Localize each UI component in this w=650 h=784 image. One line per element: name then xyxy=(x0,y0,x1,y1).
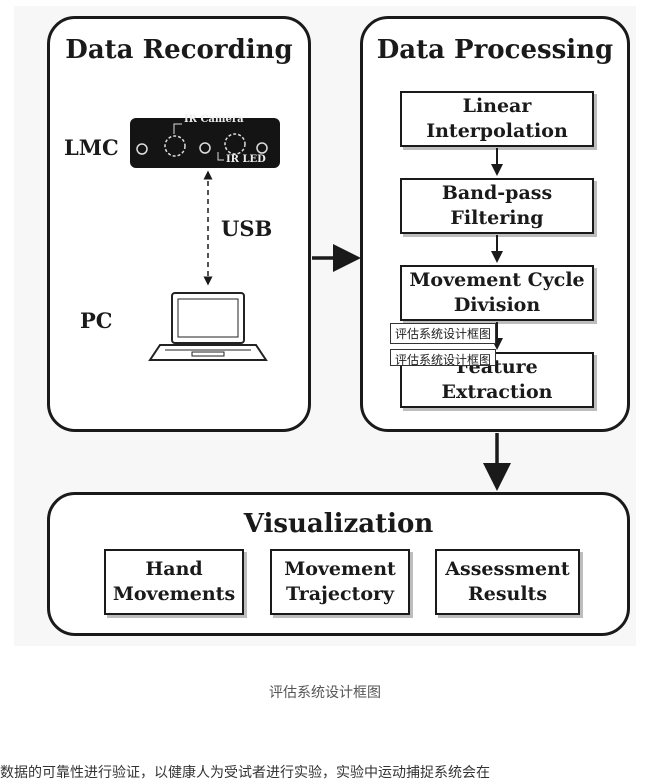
vis-3-line2: Results xyxy=(467,583,548,605)
vis-1-line1: Hand xyxy=(145,558,203,580)
lmc-label: LMC xyxy=(64,135,119,160)
ir-camera-label: IR Camera xyxy=(184,114,244,125)
usb-label: USB xyxy=(221,216,273,241)
vis-2-line2: Trajectory xyxy=(285,583,395,605)
image-alt-tooltip-2: 评估系统设计框图 xyxy=(390,349,497,366)
ir-led-label: IR LED xyxy=(226,154,266,165)
figure-caption: 评估系统设计框图 xyxy=(269,685,381,701)
data-processing-title: Data Processing xyxy=(376,35,614,65)
step-3-line2: Division xyxy=(453,294,541,316)
step-4-line2: Extraction xyxy=(441,381,553,403)
step-1-line1: Linear xyxy=(462,95,532,117)
vis-3-line1: Assessment xyxy=(445,558,570,580)
vis-1-line2: Movements xyxy=(112,583,236,605)
body-paragraph: 数据的可靠性进行验证，以健康人为受试者进行实验，实验中运动捕捉系统会在 xyxy=(0,765,490,781)
leap-motion-sensors-icon xyxy=(136,123,268,161)
step-1-line2: Interpolation xyxy=(426,120,568,142)
step-2-line2: Filtering xyxy=(450,207,544,229)
step-3-line1: Movement Cycle xyxy=(409,269,585,291)
data-recording-box: Data Recording xyxy=(47,16,311,432)
vis-2-line1: Movement xyxy=(284,558,396,580)
leap-motion-device: IR Camera IR LED xyxy=(130,114,280,168)
image-alt-tooltip: 评估系统设计框图 xyxy=(390,323,497,344)
visualization-title: Visualization xyxy=(243,509,434,539)
pc-label: PC xyxy=(80,308,113,333)
data-recording-title: Data Recording xyxy=(65,35,293,65)
step-2-line1: Band-pass xyxy=(441,182,553,204)
